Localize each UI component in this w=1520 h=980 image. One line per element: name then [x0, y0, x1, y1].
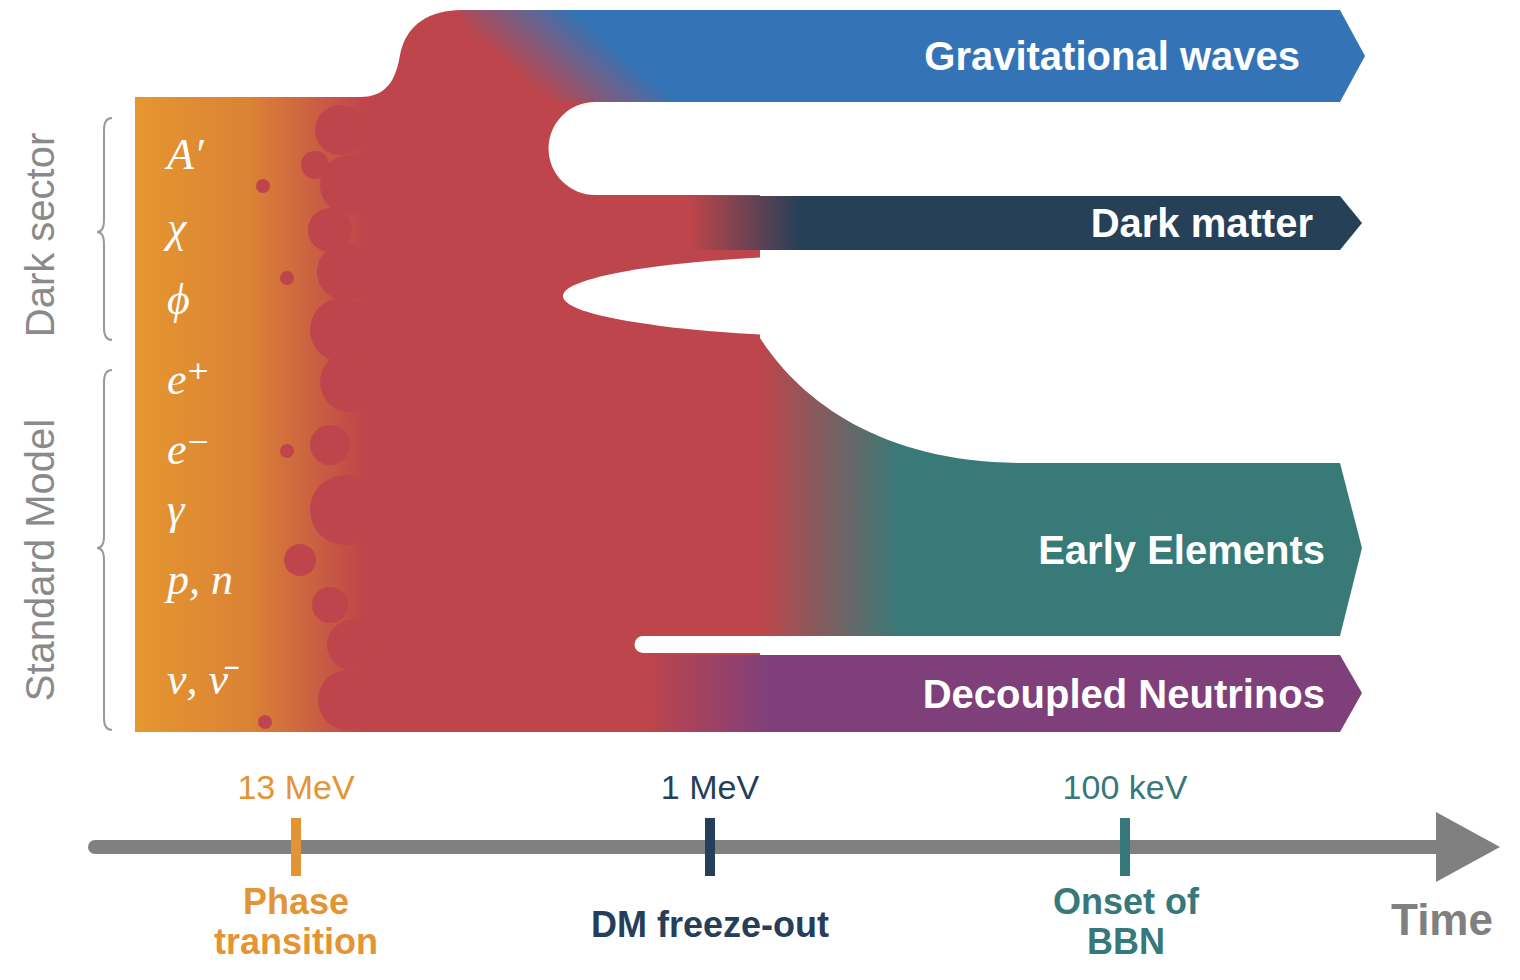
bubble: [327, 620, 377, 670]
group-label: Standard Model: [18, 419, 62, 701]
particle-symbol: ϕ: [167, 278, 190, 322]
particle-symbol: e⁻: [167, 428, 210, 472]
plasma-bubbles: [256, 105, 380, 730]
particle-symbol: p, n: [167, 558, 233, 602]
gap: [563, 254, 1217, 338]
bubble: [317, 244, 373, 300]
energy-label: 13 MeV: [237, 768, 354, 806]
bubble: [310, 475, 380, 545]
flow-band: Early Elements: [900, 463, 1325, 636]
gap: [635, 636, 1346, 653]
band-label: Early Elements: [1038, 530, 1325, 570]
bubble: [256, 179, 270, 193]
bubble: [320, 155, 380, 215]
band-label: Dark matter: [1091, 203, 1313, 243]
bubble: [284, 544, 316, 576]
axis-tick: [705, 818, 715, 876]
group-label: Dark sector: [18, 133, 62, 338]
event-label: DM freeze-out: [591, 905, 829, 945]
nu-band-shape: [560, 655, 1362, 732]
bubble: [310, 298, 374, 362]
band-label: Gravitational waves: [924, 36, 1300, 76]
axis-title: Time: [1391, 896, 1493, 944]
plasma-region: A′ χϕ e⁺ e⁻ γ p, n ν, ν̄: [135, 97, 305, 732]
bubble: [320, 352, 380, 412]
particle-symbol: γ: [167, 488, 184, 532]
bubble: [280, 271, 294, 285]
axis-tick: [291, 818, 301, 876]
bubble: [318, 670, 378, 730]
flow-band: Gravitational waves: [462, 10, 1300, 102]
gw-band-shape: [462, 10, 1365, 102]
event-label: Onset of BBN: [1026, 882, 1226, 962]
brace: [97, 370, 112, 730]
particle-symbol: e⁺: [167, 358, 210, 402]
particle-symbol: A′: [167, 133, 204, 177]
dm-band-shape: [540, 196, 1362, 250]
bubble: [258, 715, 272, 729]
bubble: [280, 444, 294, 458]
axis-tick: [1120, 818, 1130, 876]
flow-band: Dark matter: [800, 196, 1313, 250]
band-label: Decoupled Neutrinos: [923, 674, 1325, 714]
bubble: [312, 587, 348, 623]
particle-symbol: χ: [167, 206, 186, 250]
bubble: [310, 425, 350, 465]
energy-label: 100 keV: [1063, 768, 1188, 806]
gap: [549, 102, 1345, 195]
event-label: Phase transition: [176, 882, 416, 962]
brace: [97, 118, 112, 340]
particle-symbol: ν, ν̄: [167, 658, 228, 702]
bubble: [315, 105, 365, 155]
axis-arrowhead: [1436, 812, 1500, 882]
flow-band: Decoupled Neutrinos: [780, 655, 1325, 732]
energy-label: 1 MeV: [661, 768, 759, 806]
ee-band-shape: [560, 338, 1362, 636]
